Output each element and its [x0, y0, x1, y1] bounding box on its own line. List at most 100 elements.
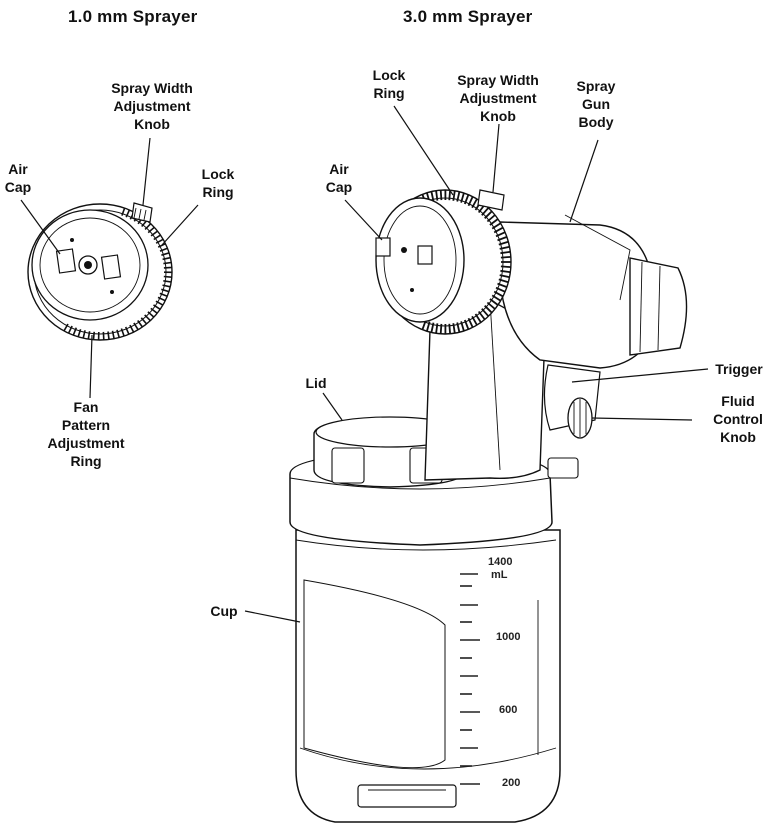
knurl-ridge — [137, 320, 144, 328]
knurl-ridge — [426, 321, 431, 332]
knurl-ridge — [456, 191, 461, 202]
knurl-ridge — [448, 190, 451, 201]
knurl-ridge — [499, 274, 510, 279]
left-air-cap-assembly — [27, 202, 173, 341]
knurl-ridge — [155, 300, 164, 306]
knurl-ridge — [495, 286, 506, 293]
knurl-ridge — [155, 238, 164, 244]
knurl-ridge — [162, 256, 171, 261]
knurl-ridge — [430, 322, 435, 333]
knurl-ridge — [111, 330, 115, 339]
knurl-ridge — [481, 308, 490, 317]
label-right-spray-width-knob: Spray Width Adjustment Knob — [457, 72, 539, 124]
knurl-ridge — [161, 252, 170, 256]
knurl-ridge — [147, 226, 155, 234]
knurl-ridge — [500, 269, 511, 274]
knurl-ridge — [452, 323, 456, 334]
knurl-ridge — [162, 284, 171, 288]
knurl-ridge — [484, 210, 493, 219]
knurl-ridge — [463, 319, 470, 330]
knurl-ridge — [448, 323, 451, 334]
scale-mark-1000: 1000 — [496, 631, 521, 643]
knurl-ridge — [129, 324, 135, 333]
knurl-ridge — [121, 207, 126, 216]
knurl-ridge — [495, 231, 506, 238]
knurl-ridge — [77, 328, 82, 338]
knurl-ridge — [471, 198, 478, 209]
knurl-ridge — [159, 247, 168, 252]
knurl-ridge — [157, 242, 166, 248]
scale-mark-1400: 1400 — [488, 556, 513, 568]
label-fluid-control-knob: Fluid Control Knob — [713, 393, 763, 445]
knurl-ridge — [493, 226, 504, 234]
label-right-lock-ring: Lock Ring — [372, 67, 406, 101]
knurl-ridge — [144, 223, 152, 230]
knurl-ridge — [133, 322, 139, 331]
scale-unit: mL — [491, 569, 508, 581]
knurl-ridge — [430, 191, 435, 202]
knurl-ridge — [498, 278, 509, 284]
knurl-ridge — [153, 304, 161, 310]
knurl-ridge — [150, 230, 158, 237]
label-trigger: Trigger — [715, 361, 763, 377]
label-right-air-cap: Air Cap — [325, 161, 353, 195]
knurl-ridge — [159, 292, 168, 297]
knurl-ridge — [493, 290, 504, 298]
knurl-ridge — [87, 331, 91, 340]
knurl-ridge — [467, 317, 474, 328]
knurl-ridge — [163, 275, 172, 278]
title-1mm-sprayer: 1.0 mm Sprayer — [68, 7, 198, 26]
right-sprayer — [289, 189, 688, 823]
knurl-ridge — [500, 250, 511, 255]
knurl-ridge — [460, 321, 465, 332]
label-cup: Cup — [210, 603, 238, 619]
knurl-ridge — [491, 222, 502, 230]
knurl-ridge — [72, 327, 78, 336]
knurl-ridge — [481, 207, 490, 216]
label-lid: Lid — [305, 375, 327, 391]
knurl-ridge — [497, 236, 508, 242]
knurl-ridge — [467, 196, 474, 207]
knurl-ridge — [477, 310, 486, 321]
knurl-ridge — [140, 317, 148, 325]
label-left-air-cap: Air Cap — [4, 161, 32, 195]
left-leader-lines — [20, 137, 199, 399]
knurl-ridge — [456, 322, 461, 333]
knurl-ridge — [150, 307, 158, 314]
knurl-ridge — [489, 218, 499, 226]
scale-mark-600: 600 — [499, 704, 518, 716]
knurl-ridge — [498, 240, 509, 246]
knurl-ridge — [452, 190, 456, 201]
scale-mark-200: 200 — [502, 777, 521, 789]
knurl-ridge — [163, 266, 172, 269]
knurl-ridge — [474, 313, 482, 323]
cup-scale-ticks — [460, 573, 480, 785]
knurl-ridge — [147, 311, 155, 318]
knurl-ridge — [63, 323, 69, 332]
knurl-ridge — [435, 323, 439, 334]
knurl-ridge — [484, 305, 493, 314]
knurl-ridge — [439, 190, 443, 201]
knurl-ridge — [486, 214, 496, 223]
knurl-ridge — [124, 326, 130, 335]
knurl-ridge — [82, 330, 86, 339]
knurl-ridge — [120, 328, 125, 337]
label-spray-gun-body: Spray Gun Body — [576, 78, 616, 130]
knurl-ridge — [486, 301, 496, 310]
title-3mm-sprayer: 3.0 mm Sprayer — [403, 7, 533, 26]
knurl-ridge — [489, 298, 499, 306]
knurl-ridge — [107, 331, 110, 340]
knurl-ridge — [439, 323, 443, 334]
knurl-ridge — [460, 192, 465, 203]
knurl-ridge — [92, 331, 95, 340]
right-leader-lines — [244, 105, 709, 623]
label-left-fan-pattern-ring: Fan Pattern Adjustment Ring — [47, 399, 125, 469]
knurl-ridge — [163, 280, 172, 283]
label-left-spray-width-knob: Spray Width Adjustment Knob — [111, 80, 193, 132]
knurl-ridge — [116, 329, 120, 338]
knurl-ridge — [163, 261, 172, 265]
knurl-ridge — [435, 190, 439, 201]
knurl-ridge — [499, 245, 510, 250]
